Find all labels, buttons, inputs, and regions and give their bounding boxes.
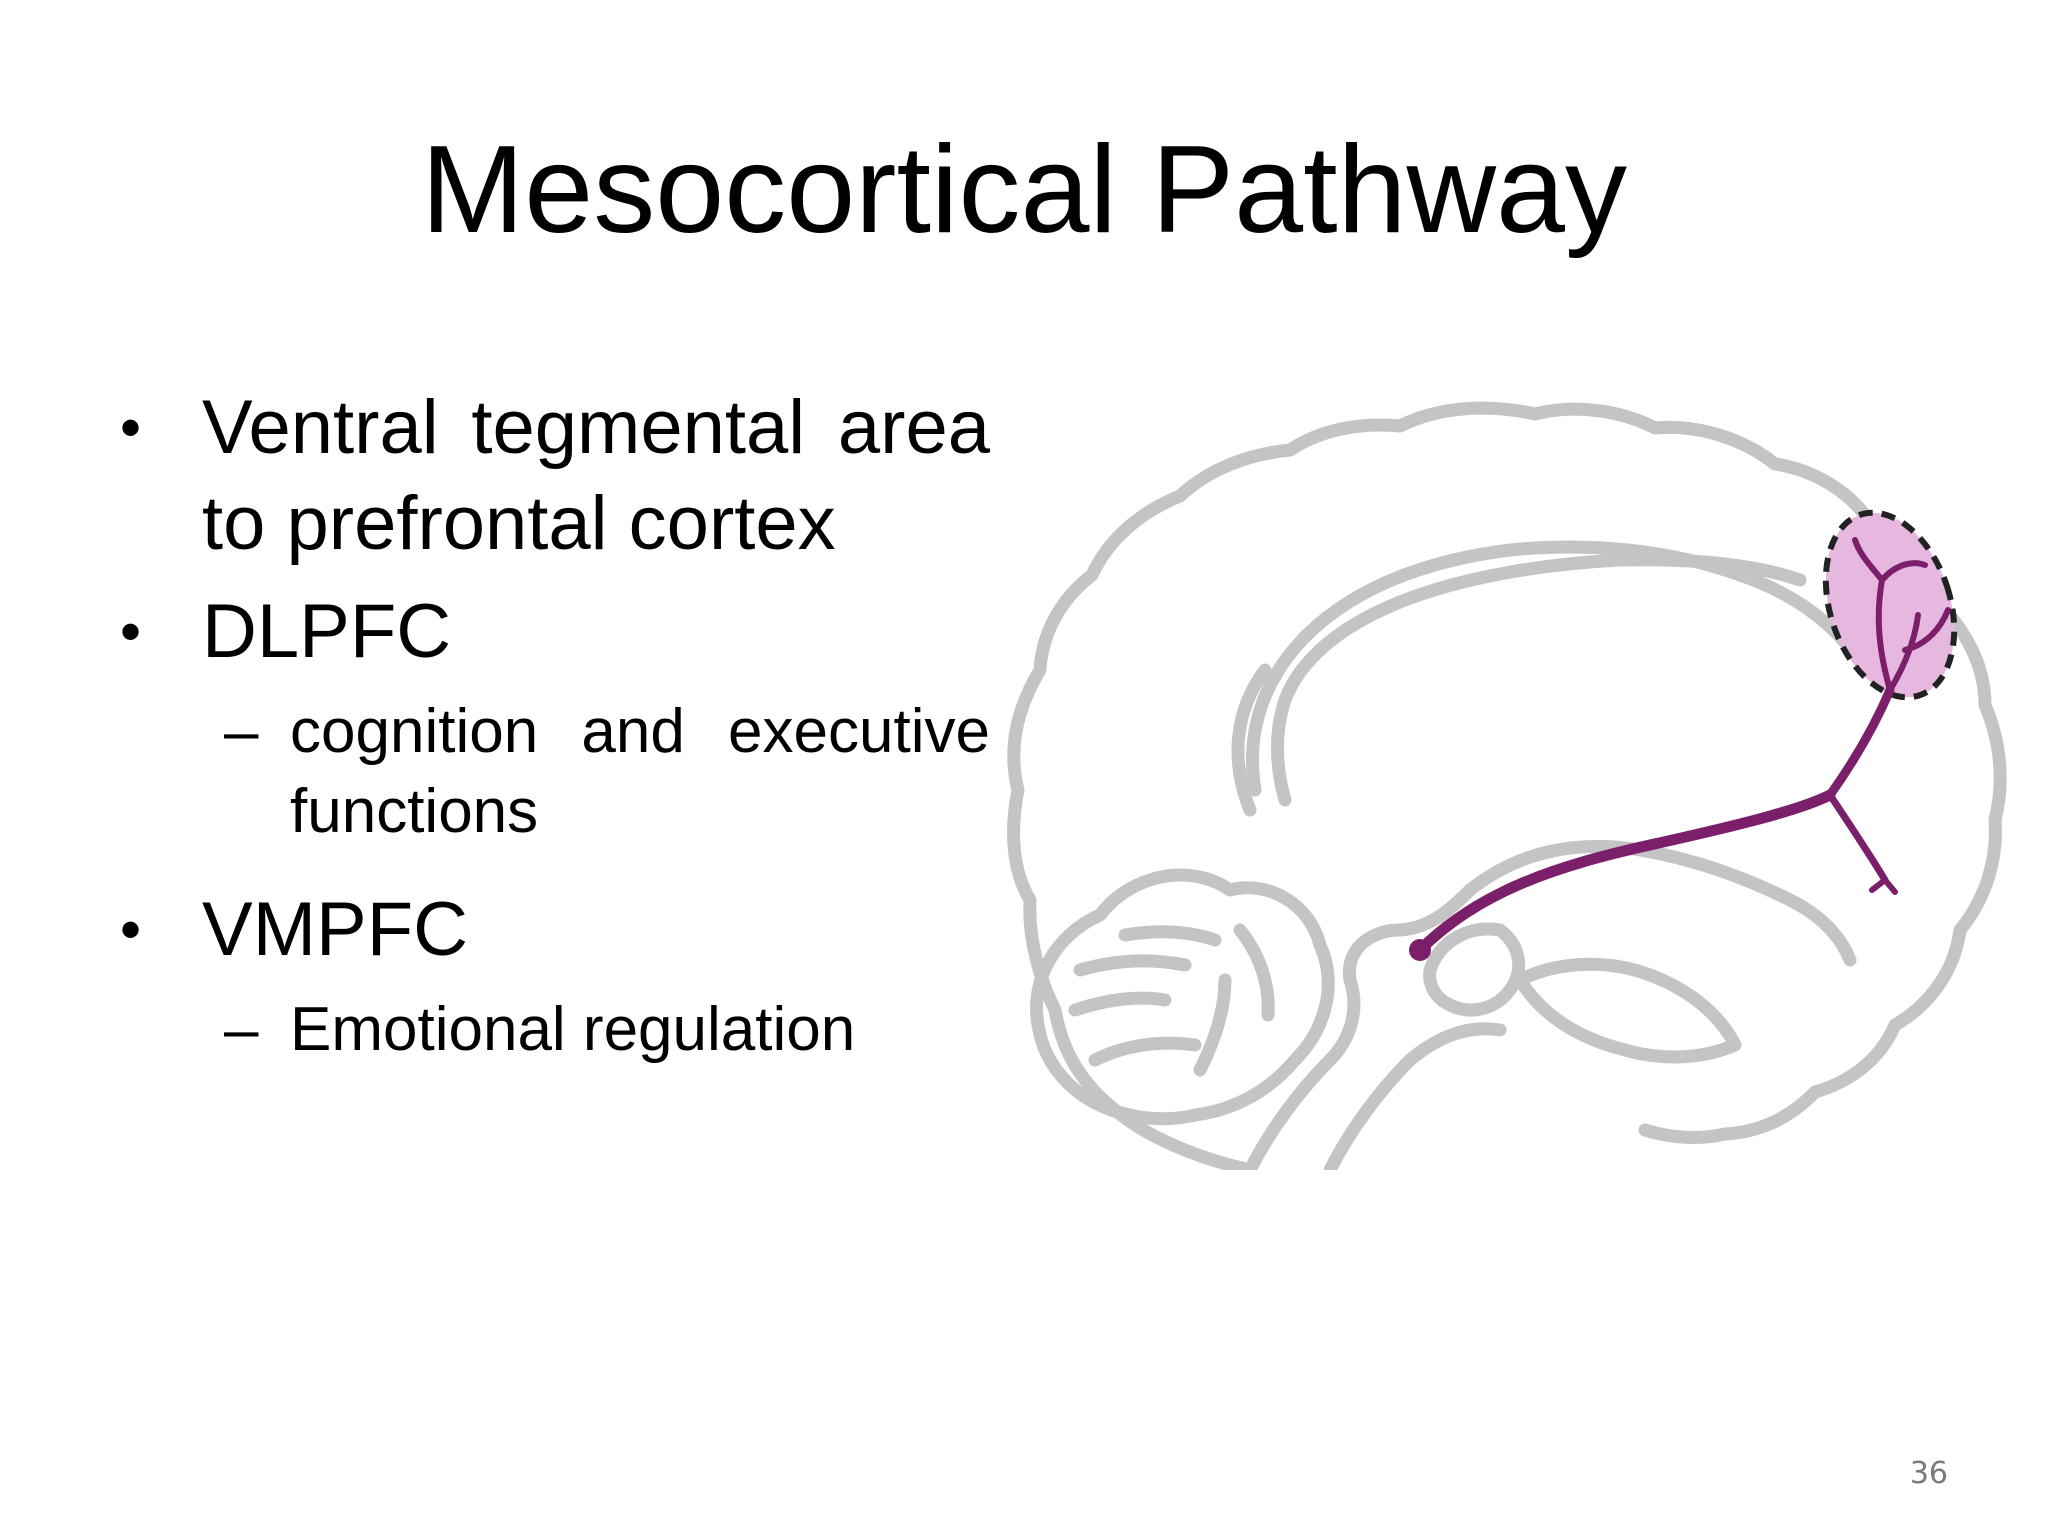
thalamus-outline (1423, 922, 1526, 1017)
pathway-terminal-branches (1852, 537, 1951, 895)
bullet-list: • Ventral tegmental area to prefrontal c… (120, 380, 990, 1100)
sub-bullet-marker: – (224, 995, 259, 1064)
sub-bullet-item: – cognition and executive functions (224, 692, 990, 852)
sub-bullet-text-cognition: cognition and executive functions (290, 697, 990, 846)
bullet-text-dlpfc: DLPFC (202, 589, 452, 674)
bullet-marker: • (120, 598, 142, 665)
mesocortical-projection (1414, 789, 1836, 956)
bullet-text-vmpfc: VMPFC (202, 887, 468, 972)
vta-origin-dot (1409, 939, 1431, 961)
bullet-item: • Ventral tegmental area to prefrontal c… (120, 380, 990, 572)
bullet-marker: • (120, 394, 142, 461)
bullet-marker: • (120, 896, 142, 963)
bullet-text-vta: Ventral tegmental area to prefrontal cor… (202, 385, 990, 566)
corpus-callosum-outline (1231, 540, 1862, 817)
page-number: 36 (1909, 1456, 1948, 1491)
pathway-branch-up (1825, 685, 1895, 800)
cerebellum-folia (1068, 923, 1275, 1077)
sub-bullet-text-emotional: Emotional regulation (290, 995, 856, 1064)
cerebellum-outline (1030, 868, 1335, 1126)
prefrontal-highlight (1822, 509, 1958, 701)
brain-sagittal-diagram (1007, 401, 2007, 1170)
bullet-item: • VMPFC (120, 882, 990, 978)
sub-bullet-marker: – (224, 697, 259, 766)
pathway-branch-down (1826, 791, 1889, 884)
slide-title: Mesocortical Pathway (420, 121, 1628, 259)
brainstem-outline (1243, 839, 1857, 1170)
hypothalamus-outline (1513, 957, 1742, 1064)
sub-bullet-item: – Emotional regulation (224, 990, 990, 1070)
cerebrum-outline (1007, 401, 2007, 1170)
bullet-item: • DLPFC (120, 584, 990, 680)
